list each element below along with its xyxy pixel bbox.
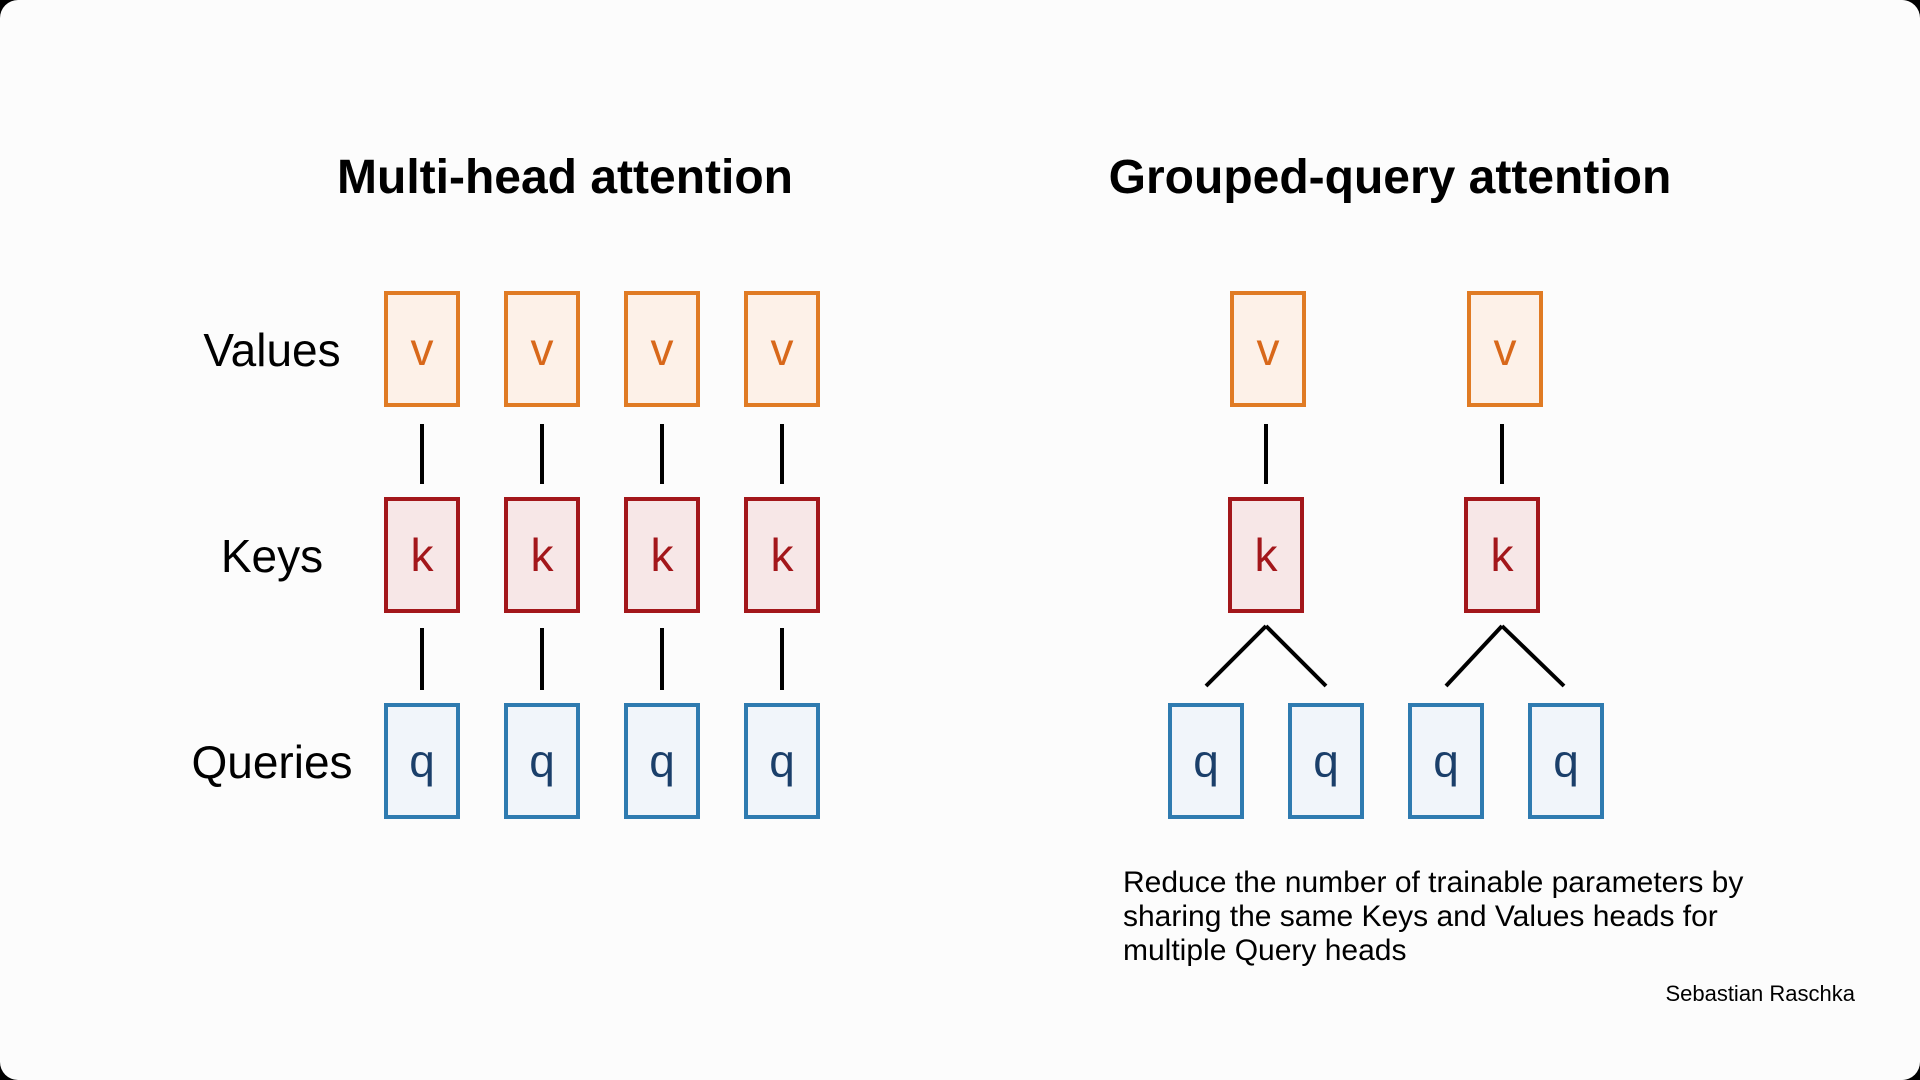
key-query-branch-connector: [1500, 624, 1566, 688]
gqa-query-box: q: [1408, 703, 1484, 819]
gqa-value-box: v: [1467, 291, 1543, 407]
mha-value-box: v: [504, 291, 580, 407]
key-query-branch-connector: [1264, 624, 1328, 688]
mha-key-box: k: [384, 497, 460, 613]
mha-query-box: q: [744, 703, 820, 819]
author-credit: Sebastian Raschka: [1665, 981, 1855, 1006]
multi-head-attention-title: Multi-head attention: [337, 151, 793, 204]
mha-key-box: k: [744, 497, 820, 613]
gqa-query-box: q: [1168, 703, 1244, 819]
queries-row-label: Queries: [191, 736, 353, 788]
keys-row-label: Keys: [220, 530, 324, 582]
mha-query-box: q: [624, 703, 700, 819]
mha-value-box: v: [384, 291, 460, 407]
mha-value-box: v: [744, 291, 820, 407]
gqa-value-box: v: [1230, 291, 1306, 407]
gqa-key-box: k: [1228, 497, 1304, 613]
caption-text: Reduce the number of trainable parameter…: [1123, 866, 1744, 967]
mha-query-box: q: [504, 703, 580, 819]
key-query-branch-connector: [1444, 624, 1504, 688]
key-query-branch-connector: [1204, 624, 1268, 688]
grouped-query-attention-title: Grouped-query attention: [1108, 151, 1672, 204]
values-row-label: Values: [203, 324, 341, 376]
gqa-query-box: q: [1528, 703, 1604, 819]
mha-key-box: k: [624, 497, 700, 613]
gqa-key-box: k: [1464, 497, 1540, 613]
mha-key-box: k: [504, 497, 580, 613]
mha-value-box: v: [624, 291, 700, 407]
mha-query-box: q: [384, 703, 460, 819]
gqa-query-box: q: [1288, 703, 1364, 819]
